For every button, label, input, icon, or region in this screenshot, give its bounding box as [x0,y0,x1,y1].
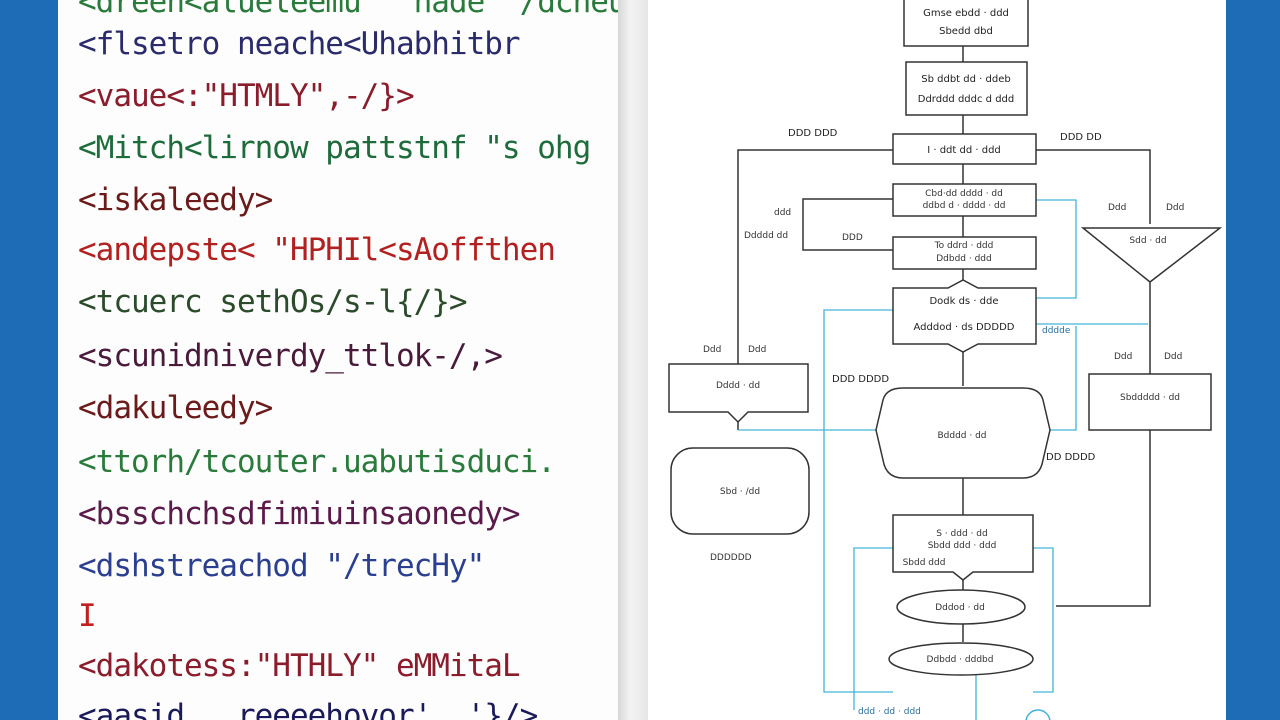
node-1-sublabel: Sbedd dbd [939,26,993,37]
node-6-sublabel: Adddod · ds DDDDD [914,322,1015,333]
node-4-sublabel: ddbd d · dddd · dd [923,201,1006,211]
decision-label: Sdd · dd [1129,236,1166,246]
monitor-frame-left [0,0,58,720]
node-left-label: Dddd · dd [716,381,760,391]
edge-label-bottom-left: DDDDDD [710,553,752,563]
node-right-label: Sbddddd · dd [1120,393,1180,403]
node-lower-note: Sbdd ddd [903,558,946,568]
pane-divider[interactable] [618,0,648,720]
edge-label-top-left: DDD DDD [788,128,838,139]
code-line-9[interactable]: <dakuleedy> [78,390,273,426]
edge-label-mid-left-b: Ddddd dd [744,231,788,241]
code-line-12[interactable]: <dshstreachod "/trecHy" [78,548,485,584]
code-line-13[interactable]: <dakotess:"HTHLY" eMMitaL [78,648,521,684]
code-line-11[interactable]: <bsschchsdfimiuinsaonedy> [78,496,521,532]
edge-label-side: dddde [1042,326,1071,336]
edge-label-left-b: Ddd [748,345,766,355]
node-2-sublabel: Ddrddd dddc d ddd [918,94,1015,105]
code-line-14[interactable]: <aasid reeeehovor' '}/> [78,698,538,720]
node-lower-sublabel: Sbdd ddd · ddd [928,541,997,551]
code-line-4[interactable]: <Mitch<lirnow pattstnf "s ohg [78,130,591,166]
monitor-frame-right [1226,0,1280,720]
flowchart-svg: Gmse ebdd · ddd Sbedd dbd Sb ddbt dd · d… [668,0,1223,720]
node-5-sublabel: Ddbdd · ddd [936,254,992,264]
code-line-1[interactable]: <dreen<alueleemu hade /dcheu [78,0,618,20]
node-octagon-label: Bdddd · dd [937,431,986,441]
code-line-2[interactable]: <flsetro neache<Uhabhitbr [78,26,521,62]
connector-lines [737,46,1151,642]
edge-label-right-d: Ddd [1164,352,1182,362]
ellipse-1-label: Dddod · dd [935,603,985,613]
edge-label-bottom-mid: ddd · dd · ddd [858,707,921,717]
edge-label-left-c: DDD DDDD [832,374,889,385]
edge-label-right-c: Ddd [1114,352,1132,362]
node-4-label: Cbd·dd dddd · dd [925,189,1003,199]
code-line-6[interactable]: <andepste< "HPHIl<sAoffthen [78,232,556,268]
node-1-label: Gmse ebdd · ddd [923,8,1009,19]
blue-connector-lines [738,199,1148,720]
edge-label-right-b: Ddd [1166,203,1184,213]
edge-label-bottom-right: DD DDDD [1046,452,1096,463]
node-rounded-label: Sbd · /dd [720,487,760,497]
code-editor[interactable]: <dreen<alueleemu hade /dcheu <flsetro ne… [58,0,618,720]
code-line-10[interactable]: <ttorh/tcouter.uabutisduci. [78,444,556,480]
edge-label-mid-center: DDD [842,233,863,243]
node-6-label: Dodk ds · dde [929,296,998,307]
flowchart-nodes [668,0,1223,720]
edge-label-top-right: DDD DD [1060,132,1102,143]
code-line-8[interactable]: <scunidniverdy_ttlok-/,> [78,338,503,374]
edge-label-right-a: Ddd [1108,203,1126,213]
node-lower-label: S · ddd · dd [936,529,987,539]
flowchart-pane: Gmse ebdd · ddd Sbedd dbd Sb ddbt dd · d… [648,0,1226,720]
ellipse-2-label: Ddbdd · dddbd [927,655,994,665]
code-line-7[interactable]: <tcuerc sethOs/s-l{/}> [78,284,468,320]
node-5-label: To ddrd · ddd [934,241,994,251]
code-line-5[interactable]: <iskaleedy> [78,182,273,218]
node-3-label: I · ddt dd · ddd [927,145,1001,156]
text-cursor: I [78,598,97,634]
edge-label-left-a: Ddd [703,345,721,355]
node-2-label: Sb ddbt dd · ddeb [921,74,1010,85]
code-line-3[interactable]: <vaue<:"HTMLY",-/}> [78,78,415,114]
edge-label-mid-left-a: ddd [774,208,791,218]
